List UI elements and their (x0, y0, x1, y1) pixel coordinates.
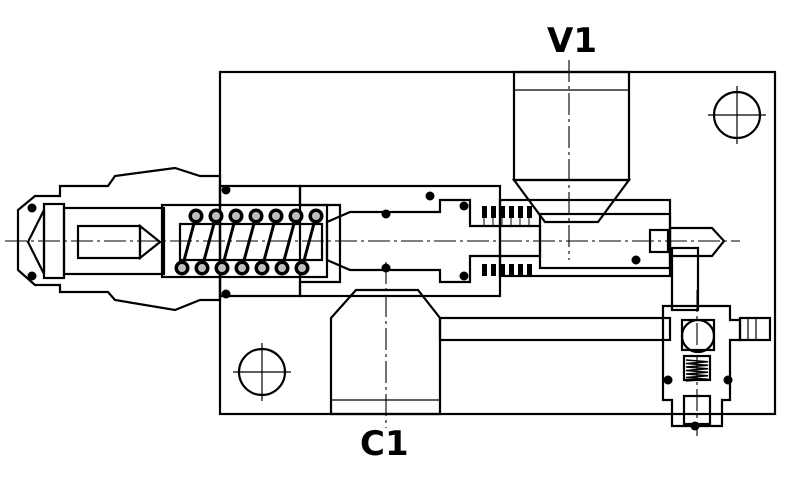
check-spring-coil (685, 359, 709, 382)
pilot-spring-coil-bottom (500, 264, 505, 276)
vertical-passage (670, 246, 700, 312)
pilot-spring-coil-bottom (509, 264, 514, 276)
o-ring-seal (631, 255, 641, 265)
o-ring-seals (27, 185, 733, 431)
o-ring-seal (663, 375, 673, 385)
gallery-passage (438, 316, 672, 342)
pilot-spring-coil-top (518, 206, 523, 218)
spring-coil-bottom-core (218, 264, 226, 272)
pilot-plug (738, 316, 772, 342)
main-spring (174, 208, 324, 276)
o-ring-seal (27, 203, 37, 213)
o-ring-seal (27, 271, 37, 281)
spring-coil-top-core (192, 212, 200, 220)
o-ring-seal (381, 209, 391, 219)
pilot-spring-coil-top (527, 206, 532, 218)
check-spring (685, 359, 709, 382)
pilot-spring-coil-top (482, 206, 487, 218)
spring-wire (200, 215, 218, 269)
spring-coil-top-core (312, 212, 320, 220)
spring-guide (178, 222, 324, 262)
mounting-hole-bottom-left (233, 343, 291, 401)
spring-coil-bottom-core (298, 264, 306, 272)
spool-end-cone (668, 226, 726, 258)
o-ring-seal (723, 375, 733, 385)
port-v1-bore (511, 70, 632, 224)
pilot-spring-coil-bottom (527, 264, 532, 276)
pilot-spring-coil-bottom (482, 264, 487, 276)
spring-coil-top-core (212, 212, 220, 220)
label-port-v1: V1 (547, 21, 597, 61)
spring-coil-bottom-core (198, 264, 206, 272)
spring-wire (220, 215, 238, 269)
spring-wire (180, 215, 198, 269)
mounting-hole-top-right (708, 86, 766, 144)
spring-coil-bottom-core (258, 264, 266, 272)
pilot-spring-coil-bottom (518, 264, 523, 276)
spring-coil-top-core (252, 212, 260, 220)
o-ring-seal (221, 185, 231, 195)
pilot-spring-coil-top (500, 206, 505, 218)
pilot-spring (482, 206, 532, 276)
pilot-spring-coil-top (509, 206, 514, 218)
spring-coil-bottom-core (178, 264, 186, 272)
spring-coil-bottom-core (278, 264, 286, 272)
spring-coil-bottom-core (238, 264, 246, 272)
spring-coil-top-core (232, 212, 240, 220)
o-ring-seal (459, 201, 469, 211)
label-port-c1: C1 (360, 424, 409, 464)
pilot-spring-coil-top (491, 206, 496, 218)
o-ring-seal (221, 289, 231, 299)
o-ring-seal (459, 271, 469, 281)
spring-wire (300, 215, 318, 269)
spring-coil-top-core (272, 212, 280, 220)
pilot-spring-coil-bottom (491, 264, 496, 276)
cartridge-body (16, 166, 342, 312)
o-ring-seal (425, 191, 435, 201)
spring-wire (260, 215, 278, 269)
spring-coil-top-core (292, 212, 300, 220)
spring-wire (240, 215, 258, 269)
spring-wire (280, 215, 298, 269)
